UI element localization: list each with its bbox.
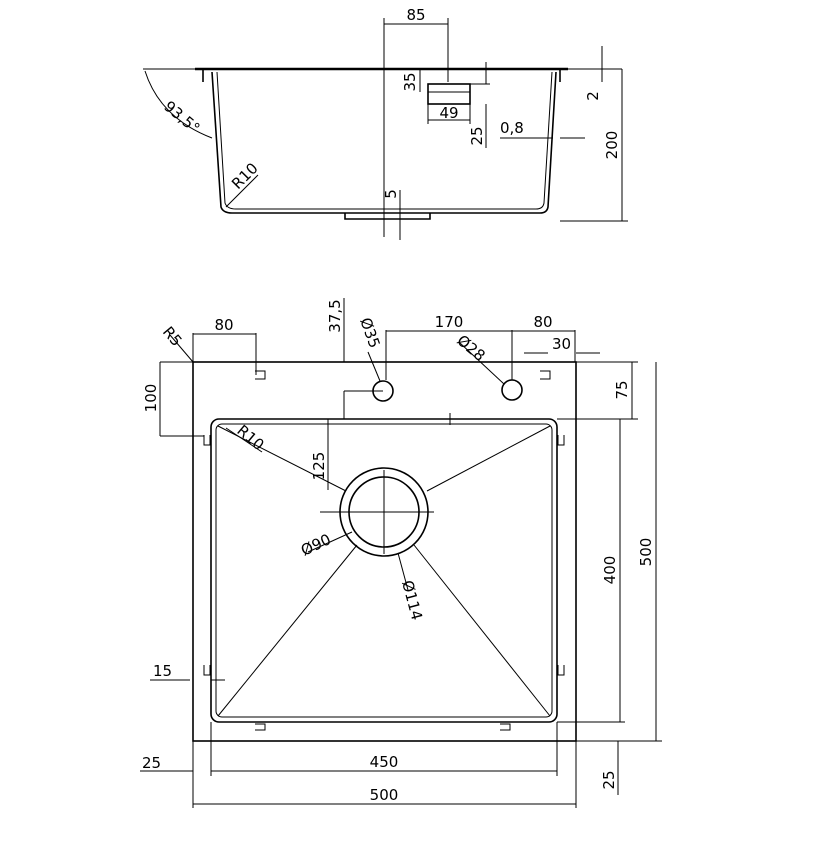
bowl-profile xyxy=(211,71,557,214)
dim-2: 2 xyxy=(584,91,602,101)
dim-30: 30 xyxy=(552,335,571,353)
dim-25-left: 25 xyxy=(142,754,161,772)
mounting-clip xyxy=(203,435,211,446)
dim-0-8: 0,8 xyxy=(500,119,524,137)
mounting-clip xyxy=(500,723,511,731)
tap-hole-small xyxy=(501,379,523,401)
dim-35: 35 xyxy=(401,72,419,91)
top-view: 100 80 R5 37,5 Ø35 170 80 Ø28 30 7 xyxy=(140,298,662,808)
sink-outer-outline xyxy=(192,361,577,742)
dim-80-left: 80 xyxy=(214,316,233,334)
dim-75: 75 xyxy=(613,380,631,399)
angle-arc xyxy=(144,70,213,139)
dim-d114: Ø114 xyxy=(398,578,426,622)
dim-450: 450 xyxy=(370,753,399,771)
dim-15: 15 xyxy=(153,662,172,680)
dim-85: 85 xyxy=(406,6,425,24)
drain-slope-bl xyxy=(217,544,358,717)
drain-slope-tr xyxy=(426,425,551,492)
dim-d90: Ø90 xyxy=(298,530,334,559)
dim-125: 125 xyxy=(310,452,328,481)
mounting-clip xyxy=(203,665,211,676)
dim-5: 5 xyxy=(382,189,400,199)
side-view: 85 49 35 25 0,8 2 200 93,5° R10 5 xyxy=(143,6,628,240)
dim-37-5: 37,5 xyxy=(326,299,344,332)
bowl-outline xyxy=(210,418,558,723)
dim-80-right: 80 xyxy=(533,313,552,331)
dim-500-width: 500 xyxy=(370,786,399,804)
dim-200: 200 xyxy=(603,131,621,160)
mounting-clip xyxy=(557,435,565,446)
drain-slope-br xyxy=(413,544,551,717)
dim-100: 100 xyxy=(142,384,160,413)
dim-49: 49 xyxy=(439,104,458,122)
dim-d28: Ø28 xyxy=(453,331,488,365)
dim-25-bottom: 25 xyxy=(600,770,618,789)
dim-400: 400 xyxy=(601,556,619,585)
drain-outlet xyxy=(344,213,431,220)
overflow-box xyxy=(427,83,471,105)
mounting-clip xyxy=(557,665,565,676)
dim-d35: Ø35 xyxy=(356,315,383,350)
dim-170: 170 xyxy=(435,313,464,331)
dim-r5: R5 xyxy=(159,323,186,350)
dim-500-height: 500 xyxy=(637,538,655,567)
mounting-clip xyxy=(255,370,266,380)
mounting-clip xyxy=(540,370,551,380)
dim-r10-side: R10 xyxy=(228,159,262,193)
mounting-clip xyxy=(255,723,266,731)
dim-25-side: 25 xyxy=(468,126,486,145)
